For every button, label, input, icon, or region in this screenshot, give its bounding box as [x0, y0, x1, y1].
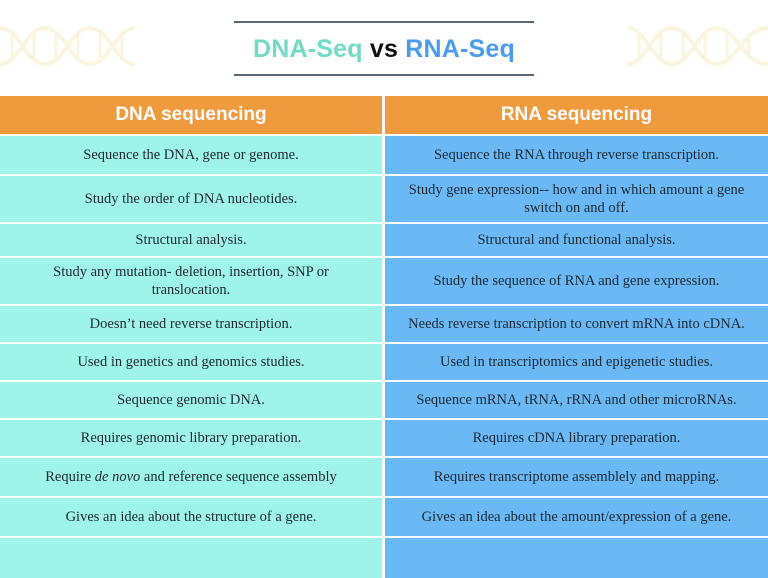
rna-cell: Needs reverse transcription to convert m…: [385, 306, 768, 342]
dna-cell-text-post: and reference sequence assembly: [143, 469, 337, 485]
dna-cell: Requires genomic library preparation.: [0, 420, 382, 456]
rna-cell: Sequence the RNA through reverse transcr…: [385, 136, 768, 174]
dna-cell: Study the order of DNA nucleotides.: [0, 176, 382, 222]
rna-cell: Structural and functional analysis.: [385, 224, 768, 256]
dna-cell: Used in genetics and genomics studies.: [0, 344, 382, 380]
table-row: Study the order of DNA nucleotides. Stud…: [0, 176, 768, 222]
table-row: Used in genetics and genomics studies. U…: [0, 344, 768, 380]
header-dna-sequencing: DNA sequencing: [0, 96, 382, 134]
table-header-row: DNA sequencing RNA sequencing: [0, 96, 768, 134]
title-vs: vs: [369, 35, 399, 63]
rna-cell: Gives an idea about the amount/expressio…: [385, 498, 768, 536]
page-title: DNA-Seq vs RNA-Seq: [234, 33, 534, 65]
table-row: Require de novo and reference sequence a…: [0, 458, 768, 496]
dna-cell: Require de novo and reference sequence a…: [0, 458, 382, 496]
dna-cell: Study any mutation- deletion, insertion,…: [0, 258, 382, 304]
rna-cell: Study gene expression-- how and in which…: [385, 176, 768, 222]
dna-cell: Doesn’t need reverse transcription.: [0, 306, 382, 342]
rna-cell: Used in transcriptomics and epigenetic s…: [385, 344, 768, 380]
rna-cell: Requires transcriptome assemblely and ma…: [385, 458, 768, 496]
dna-cell: Gives an idea about the structure of a g…: [0, 498, 382, 536]
table-row: Sequence the DNA, gene or genome. Sequen…: [0, 136, 768, 174]
dna-cell: Sequence genomic DNA.: [0, 382, 382, 418]
rna-cell: Requires cDNA library preparation.: [385, 420, 768, 456]
table-row-empty: [0, 538, 768, 578]
rna-cell: Sequence mRNA, tRNA, rRNA and other micr…: [385, 382, 768, 418]
title-divider-top: [234, 21, 534, 23]
rna-cell: [385, 538, 768, 578]
dna-cell: Structural analysis.: [0, 224, 382, 256]
dna-helix-icon: [626, 25, 768, 67]
dna-helix-icon: [0, 25, 136, 67]
table-row: Sequence genomic DNA. Sequence mRNA, tRN…: [0, 382, 768, 418]
title-rna-seq: RNA-Seq: [405, 35, 516, 63]
title-divider-bottom: [234, 74, 534, 76]
table-row: Gives an idea about the structure of a g…: [0, 498, 768, 536]
table-row: Structural analysis. Structural and func…: [0, 224, 768, 256]
dna-cell-text-pre: Require: [45, 469, 92, 485]
table-row: Doesn’t need reverse transcription. Need…: [0, 306, 768, 342]
table-row: Study any mutation- deletion, insertion,…: [0, 258, 768, 304]
dna-cell-italic: de novo: [94, 469, 141, 485]
table-row: Requires genomic library preparation. Re…: [0, 420, 768, 456]
title-dna-seq: DNA-Seq: [252, 35, 363, 63]
rna-cell: Study the sequence of RNA and gene expre…: [385, 258, 768, 304]
title-banner: DNA-Seq vs RNA-Seq: [0, 0, 768, 96]
dna-cell: [0, 538, 382, 578]
dna-cell: Sequence the DNA, gene or genome.: [0, 136, 382, 174]
header-rna-sequencing: RNA sequencing: [385, 96, 768, 134]
